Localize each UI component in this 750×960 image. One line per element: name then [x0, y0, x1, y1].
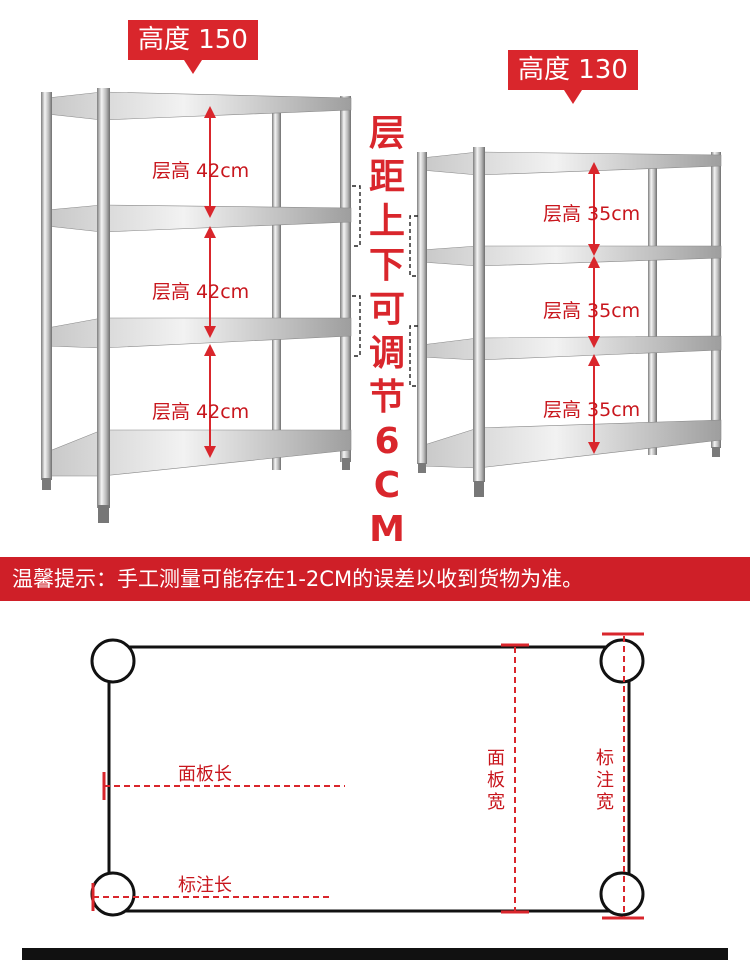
- layer-height-label: 层高 42cm: [152, 160, 250, 182]
- panel-width-label: 面板宽: [487, 748, 505, 813]
- adjust-brackets: [352, 185, 418, 387]
- left-shelf-rack: [41, 88, 352, 523]
- dimension-diagram: [90, 638, 645, 917]
- dimension-lines: [91, 632, 644, 920]
- right-shelf-rack: [417, 147, 722, 497]
- height-tag-130: 高度 130: [508, 50, 638, 104]
- layer-height-label: 层高 42cm: [152, 281, 250, 303]
- layer-height-label: 层高 35cm: [543, 203, 641, 225]
- height-tag-150: 高度 150: [128, 20, 258, 74]
- layer-height-label: 层高 35cm: [543, 300, 641, 322]
- adjust-note: 层距上下可调节6CM: [368, 113, 405, 550]
- bottom-divider: [22, 948, 728, 960]
- layer-height-label: 层高 42cm: [152, 401, 250, 423]
- panel-length-label: 面板长: [178, 764, 232, 785]
- marked-length-label: 标注长: [178, 875, 232, 896]
- layer-height-label: 层高 35cm: [543, 399, 641, 421]
- marked-width-label: 标注宽: [596, 748, 614, 813]
- notice-banner: 温馨提示：手工测量可能存在1-2CM的误差以收到货物为准。: [0, 557, 750, 601]
